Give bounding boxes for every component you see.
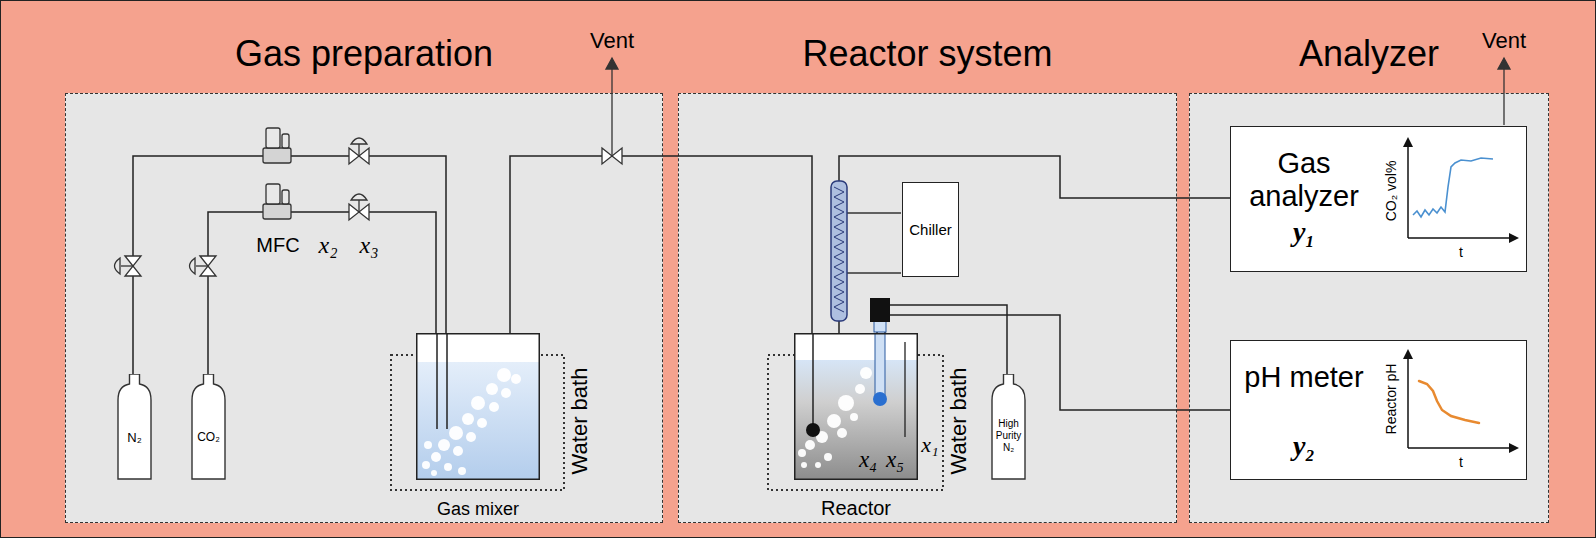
valve-handle bbox=[351, 194, 367, 200]
output-variable: y₂ bbox=[1235, 431, 1373, 461]
coolant-line bbox=[847, 272, 901, 273]
mfc-body bbox=[263, 204, 291, 219]
pipe-line bbox=[208, 212, 436, 374]
node-label: High Purity N₂ bbox=[991, 418, 1026, 454]
water-bath-outline bbox=[768, 355, 943, 490]
gas-cylinder: N₂ bbox=[117, 374, 152, 480]
mfc-head bbox=[266, 184, 280, 204]
pipe-line bbox=[839, 156, 1230, 333]
annotation-label: MFC bbox=[256, 235, 299, 255]
node-label: Gas analyzer bbox=[1235, 147, 1373, 213]
annotation-label: Vent bbox=[590, 30, 634, 52]
pipe-line bbox=[877, 305, 1007, 374]
water-bath-outline bbox=[391, 355, 564, 490]
gas-pipe bbox=[208, 212, 436, 374]
node-label: Reactor system bbox=[679, 34, 1176, 74]
valve-stem bbox=[121, 265, 133, 266]
probe-head bbox=[870, 298, 890, 322]
annotation-label: Reactor pH bbox=[1384, 364, 1398, 435]
node-label: Chiller bbox=[903, 221, 958, 238]
mfc-head bbox=[266, 128, 280, 148]
mfc-body bbox=[263, 148, 291, 163]
annotation-label: Water bath bbox=[948, 368, 970, 475]
annotation-label: Vent bbox=[1482, 30, 1526, 52]
node-label: Gas preparation bbox=[66, 34, 662, 74]
gas-cylinder: High Purity N₂ bbox=[991, 374, 1026, 480]
gas-mixer-vessel: Gas mixer bbox=[416, 333, 540, 480]
probe-stem bbox=[874, 321, 886, 332]
node-label: pH meter bbox=[1235, 361, 1373, 394]
gas-cylinder: CO₂ bbox=[191, 374, 226, 480]
node-label: N₂ bbox=[117, 430, 152, 445]
valve-handle bbox=[351, 138, 367, 144]
mfc-knob bbox=[282, 134, 289, 148]
annotation-label: CO₂ vol% bbox=[1384, 161, 1398, 222]
vent-arrowhead bbox=[1498, 58, 1510, 69]
annotation-label: Water bath bbox=[569, 368, 591, 475]
pipe-line bbox=[133, 156, 446, 374]
variable-label: x₄ bbox=[859, 448, 877, 471]
variable-label: x₅ bbox=[886, 448, 904, 471]
condenser-coil bbox=[834, 187, 844, 312]
pipe-line bbox=[885, 315, 1230, 410]
vent-line bbox=[1503, 61, 1504, 125]
panel: AnalyzerGas analyzery₁pH metery₂ bbox=[1189, 93, 1549, 523]
gas-pipe bbox=[510, 156, 812, 333]
vent-arrowhead bbox=[606, 58, 618, 69]
gas-pipe bbox=[877, 305, 1007, 374]
panel: Reactor systemChillerReactorHigh Purity … bbox=[678, 93, 1177, 523]
valve-stem bbox=[358, 200, 359, 212]
annotation-label: t bbox=[1459, 245, 1463, 259]
chiller-box: Chiller bbox=[902, 182, 959, 277]
valve-stem bbox=[358, 144, 359, 156]
instrument-box: pH meter y₂ bbox=[1230, 340, 1527, 480]
annotation-label: t bbox=[1459, 455, 1463, 469]
valve-handle bbox=[190, 258, 196, 274]
coolant-line bbox=[847, 212, 901, 213]
gas-pipe bbox=[133, 156, 446, 374]
mfc-knob bbox=[282, 190, 289, 204]
gas-pipe bbox=[885, 315, 1230, 410]
hand-valve bbox=[200, 256, 216, 276]
node-label: CO₂ bbox=[191, 430, 226, 445]
vent-valve bbox=[602, 148, 622, 164]
condenser bbox=[831, 181, 847, 321]
variable-label: x₂ bbox=[319, 233, 338, 257]
vent-line bbox=[611, 61, 612, 156]
node-label: Gas mixer bbox=[386, 499, 570, 520]
instrument-box: Gas analyzer y₁ bbox=[1230, 126, 1527, 272]
valve-handle bbox=[115, 258, 121, 274]
output-variable: y₁ bbox=[1235, 217, 1373, 247]
variable-label: x₁ bbox=[921, 434, 938, 456]
hand-valve bbox=[125, 256, 141, 276]
variable-label: x₃ bbox=[360, 233, 379, 257]
gas-pipe bbox=[839, 156, 1230, 333]
node-label: Reactor bbox=[764, 497, 948, 519]
gas-cylinder-outline bbox=[191, 374, 226, 480]
gas-mixer-vessel-drawing bbox=[416, 333, 540, 480]
gas-cylinder-outline bbox=[117, 374, 152, 480]
pipe-line bbox=[510, 156, 812, 333]
valve-stem bbox=[196, 265, 208, 266]
